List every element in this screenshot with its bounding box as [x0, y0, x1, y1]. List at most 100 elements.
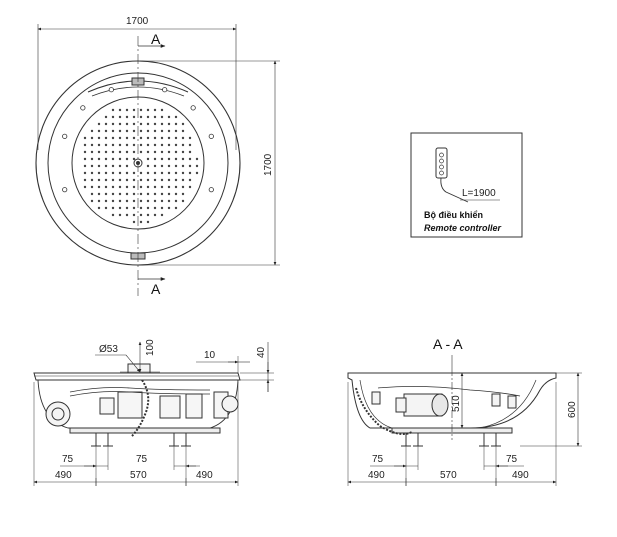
bubble-dot — [111, 199, 115, 203]
center-drain — [133, 158, 143, 168]
bubble-dot — [90, 171, 94, 175]
bubble-dot — [132, 157, 136, 161]
bubble-dot — [132, 220, 136, 224]
section-marker-bottom: A — [151, 281, 161, 297]
support-feet — [91, 433, 191, 447]
dim-490-left-label: 490 — [55, 470, 72, 481]
bubble-dot — [132, 122, 136, 126]
bubble-dot — [111, 213, 115, 217]
bubble-dot — [153, 206, 157, 210]
section-dim-570-label: 570 — [440, 470, 457, 481]
section-basin — [359, 379, 393, 429]
bubble-dot — [97, 129, 101, 133]
bubble-dot — [125, 178, 129, 182]
bubble-dot — [97, 192, 101, 196]
bubble-dot — [104, 171, 108, 175]
bubble-dot — [104, 122, 108, 126]
bubble-dot — [139, 136, 143, 140]
bubble-dot — [97, 185, 101, 189]
bubble-dot — [174, 192, 178, 196]
bubble-dot — [111, 136, 115, 140]
bubble-dot — [139, 122, 143, 126]
jet-nozzle — [108, 87, 114, 93]
bubble-dot — [188, 136, 192, 140]
bubble-dot — [125, 192, 129, 196]
bubble-dot — [153, 185, 157, 189]
bubble-dot — [174, 178, 178, 182]
top-view — [35, 24, 280, 296]
bubble-dot — [132, 150, 136, 154]
bubble-dot — [125, 164, 129, 168]
section-dim-75-right-label: 75 — [506, 454, 518, 465]
bubble-dot — [146, 199, 150, 203]
bubble-dot — [146, 150, 150, 154]
bubble-dot — [104, 129, 108, 133]
bubble-dot — [118, 206, 122, 210]
bubble-dot — [153, 164, 157, 168]
bubble-dot — [104, 115, 108, 119]
bubble-dot — [181, 157, 185, 161]
bubble-dot — [90, 129, 94, 133]
dim-490-right-label: 490 — [196, 470, 213, 481]
bubble-dot — [153, 122, 157, 126]
bubble-dot — [132, 143, 136, 147]
bubble-dot — [160, 185, 164, 189]
bubble-dot — [97, 206, 101, 210]
bubble-dot — [139, 178, 143, 182]
tub-rim-profile — [33, 372, 241, 381]
bubble-dot — [146, 206, 150, 210]
bubble-dot — [111, 150, 115, 154]
bubble-dot — [118, 129, 122, 133]
dim-75-left-label: 75 — [62, 454, 74, 465]
hose — [131, 379, 150, 437]
blower-unit — [117, 391, 143, 419]
bubble-dot — [111, 122, 115, 126]
bubble-dot — [125, 115, 129, 119]
bubble-dot — [118, 164, 122, 168]
bubble-dot — [167, 199, 171, 203]
bubble-dot — [139, 108, 143, 112]
bubble-dot — [153, 150, 157, 154]
bubble-dot — [188, 150, 192, 154]
bubble-dot — [104, 150, 108, 154]
bubble-dot — [146, 178, 150, 182]
bubble-dot — [118, 143, 122, 147]
bubble-dot — [181, 171, 185, 175]
bubble-dot — [181, 164, 185, 168]
bubble-dot — [153, 136, 157, 140]
bubble-dot — [125, 122, 129, 126]
bubble-dot — [174, 199, 178, 203]
bubble-dot — [167, 206, 171, 210]
bubble-dot — [118, 213, 122, 217]
bubble-dot — [139, 171, 143, 175]
bubble-dot — [90, 178, 94, 182]
bubble-dot — [153, 213, 157, 217]
bubble-dot — [146, 185, 150, 189]
bubble-dot — [174, 143, 178, 147]
bubble-dot — [111, 129, 115, 133]
bubble-dot — [132, 213, 136, 217]
jet-nozzle — [208, 133, 214, 139]
bubble-dot — [167, 171, 171, 175]
section-dim-490-left-label: 490 — [368, 470, 385, 481]
bubble-dot — [83, 157, 87, 161]
bubble-dot — [125, 108, 129, 112]
remote-controller-box — [410, 132, 523, 238]
jet-nozzle — [162, 87, 168, 93]
side-view — [33, 341, 274, 486]
bubble-dot — [160, 108, 164, 112]
bubble-dot — [118, 115, 122, 119]
diameter-label: Ø53 — [99, 344, 118, 355]
bubble-dot — [146, 171, 150, 175]
bubble-dot — [195, 157, 199, 161]
bubble-dot — [195, 164, 199, 168]
bubble-dot — [167, 129, 171, 133]
bubble-dot — [174, 136, 178, 140]
bubble-dot — [188, 164, 192, 168]
bubble-dot — [139, 192, 143, 196]
bubble-dot — [97, 150, 101, 154]
bubble-dot — [90, 157, 94, 161]
bubble-dot — [160, 122, 164, 126]
bubble-dot — [153, 129, 157, 133]
section-feet — [401, 433, 501, 447]
